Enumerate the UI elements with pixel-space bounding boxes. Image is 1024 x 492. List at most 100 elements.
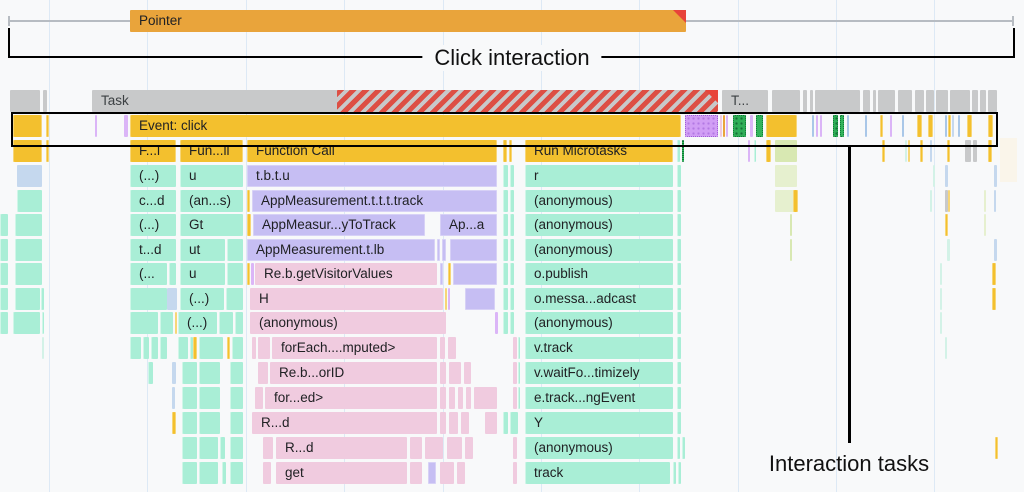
flame-bar-depth-4[interactable]: AppMeasurement.t.lb	[247, 239, 435, 261]
flame-sliver[interactable]	[513, 437, 517, 459]
flame-sliver[interactable]	[230, 412, 243, 434]
flame-sliver[interactable]	[10, 90, 40, 112]
flame-sliver[interactable]	[677, 437, 680, 459]
flame-sliver[interactable]	[450, 239, 497, 261]
flame-sliver[interactable]	[193, 337, 197, 359]
flame-sliver[interactable]	[182, 387, 197, 409]
flame-sliver[interactable]	[510, 190, 514, 212]
flame-sliver[interactable]	[17, 190, 42, 212]
flame-sliver[interactable]	[920, 140, 923, 162]
flame-sliver[interactable]	[124, 115, 128, 137]
flame-sliver[interactable]	[915, 90, 924, 112]
flame-sliver[interactable]	[880, 115, 883, 137]
flame-sliver[interactable]	[428, 462, 436, 484]
flame-sliver[interactable]	[677, 362, 681, 384]
flame-sliver[interactable]	[995, 437, 998, 459]
flame-sliver[interactable]	[766, 115, 797, 137]
flame-sliver[interactable]	[199, 387, 220, 409]
flame-sliver[interactable]	[42, 337, 44, 359]
flame-sliver[interactable]	[926, 90, 934, 112]
flame-sliver[interactable]	[503, 140, 507, 162]
flame-sliver[interactable]	[902, 115, 904, 137]
flame-sliver[interactable]	[816, 115, 818, 137]
flame-sliver[interactable]	[984, 190, 986, 212]
flame-sliver[interactable]	[130, 312, 158, 334]
flame-sliver[interactable]	[503, 312, 508, 334]
flame-sliver[interactable]	[945, 190, 948, 212]
flame-sliver[interactable]	[495, 312, 498, 334]
flame-sliver[interactable]	[449, 387, 455, 409]
flame-sliver[interactable]	[992, 263, 996, 285]
flame-sliver[interactable]	[510, 288, 514, 310]
flame-sliver[interactable]	[440, 263, 443, 285]
flame-sliver[interactable]	[448, 288, 450, 310]
flame-sliver[interactable]	[160, 312, 173, 334]
flame-sliver[interactable]	[199, 337, 223, 359]
flame-sliver[interactable]	[172, 387, 175, 409]
flame-bar-depth-4[interactable]: ut	[180, 239, 225, 261]
flame-sliver[interactable]	[988, 140, 992, 162]
flame-sliver[interactable]	[465, 437, 473, 459]
flame-sliver[interactable]	[945, 337, 947, 359]
flame-bar-depth-1[interactable]: u	[180, 165, 243, 187]
flame-sliver[interactable]	[678, 462, 681, 484]
flame-sliver[interactable]	[440, 387, 446, 409]
flame-sliver[interactable]	[950, 90, 970, 112]
flame-sliver[interactable]	[247, 190, 250, 212]
flame-sliver[interactable]	[464, 362, 471, 384]
flame-sliver[interactable]	[810, 90, 813, 112]
flame-sliver[interactable]	[474, 387, 497, 409]
flame-sliver[interactable]	[833, 115, 838, 137]
flame-sliver[interactable]	[863, 90, 870, 112]
flame-sliver[interactable]	[15, 214, 42, 236]
flame-sliver[interactable]	[772, 90, 800, 112]
flame-bar-depth-6[interactable]: o.messa...adcast	[525, 288, 673, 310]
flame-sliver[interactable]	[513, 337, 517, 359]
flame-sliver[interactable]	[251, 263, 254, 285]
flame-sliver[interactable]	[820, 115, 822, 137]
flame-bar-depth-12[interactable]: (anonymous)	[525, 437, 673, 459]
flame-sliver[interactable]	[503, 263, 508, 285]
flame-bar-depth-9[interactable]: Re.b...orID	[270, 362, 437, 384]
flame-sliver[interactable]	[182, 362, 197, 384]
flame-sliver[interactable]	[952, 115, 954, 137]
flame-sliver[interactable]	[440, 337, 445, 359]
flame-bar-depth-10[interactable]: for...ed>	[265, 387, 437, 409]
flame-bar-depth-9[interactable]: v.waitFo...timizely	[525, 362, 673, 384]
flame-sliver[interactable]	[972, 90, 978, 112]
flame-sliver[interactable]	[440, 462, 454, 484]
flame-sliver[interactable]	[994, 190, 996, 212]
flame-sliver[interactable]	[167, 288, 177, 310]
flame-sliver[interactable]	[503, 190, 508, 212]
flame-sliver[interactable]	[0, 288, 8, 310]
flame-sliver[interactable]	[503, 288, 508, 310]
flame-sliver[interactable]	[258, 362, 268, 384]
flame-sliver[interactable]	[42, 312, 44, 334]
flame-bar-depth-2[interactable]: (an...s)	[180, 190, 243, 212]
flame-sliver[interactable]	[182, 437, 197, 459]
flame-sliver[interactable]	[793, 190, 798, 212]
flame-bar-depth-4[interactable]: (anonymous)	[525, 239, 673, 261]
flame-bar-depth-4[interactable]: t...d	[130, 239, 176, 261]
flame-sliver[interactable]	[790, 239, 792, 261]
flame-bar-depth-13[interactable]: get	[276, 462, 407, 484]
flame-sliver[interactable]	[947, 239, 950, 261]
flame-sliver[interactable]	[503, 214, 508, 236]
flame-bar-depth-3[interactable]: AppMeasur...yToTrack	[253, 214, 425, 236]
flame-sliver[interactable]	[847, 115, 849, 137]
flame-sliver[interactable]	[958, 115, 960, 137]
flame-sliver[interactable]	[945, 115, 947, 137]
flame-sliver[interactable]	[947, 140, 950, 162]
flame-sliver[interactable]	[790, 214, 792, 236]
flame-sliver[interactable]	[199, 362, 220, 384]
flame-sliver[interactable]	[677, 337, 681, 359]
flame-bar-depth-3[interactable]: (anonymous)	[525, 214, 673, 236]
flame-sliver[interactable]	[967, 115, 972, 137]
flame-sliver[interactable]	[95, 115, 97, 137]
flame-sliver[interactable]	[973, 140, 977, 162]
flame-sliver[interactable]	[948, 190, 950, 212]
flame-sliver[interactable]	[509, 140, 512, 162]
flame-bar-depth-3[interactable]: (...)	[130, 214, 176, 236]
flame-bar-interactions-pointer[interactable]: Pointer	[130, 10, 686, 32]
flame-sliver[interactable]	[513, 362, 517, 384]
